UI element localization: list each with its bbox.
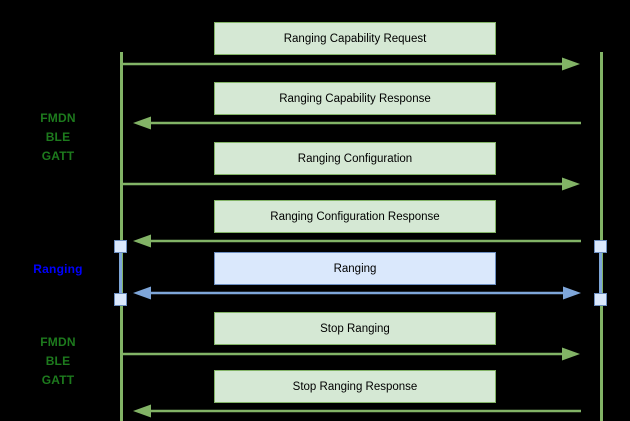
phase-label-fmdn-ble-gatt-bottom: FMDN BLE GATT <box>40 335 76 387</box>
arrow-ranging-capability-request-right <box>121 57 580 71</box>
arrow-stop-ranging-response-left <box>133 404 581 418</box>
arrow-ranging-configuration-response-left <box>133 234 581 248</box>
activation-node-right-end <box>594 293 607 306</box>
arrow-ranging-capability-response-left <box>133 116 581 130</box>
message-box-ranging-configuration-response: Ranging Configuration Response <box>214 200 496 233</box>
phase-label-ranging: Ranging <box>33 262 83 276</box>
message-box-stop-ranging: Stop Ranging <box>214 312 496 345</box>
right-lifeline <box>600 52 603 421</box>
arrow-ranging-configuration-right <box>121 177 580 191</box>
arrow-stop-ranging-right <box>121 347 580 361</box>
message-box-ranging-configuration: Ranging Configuration <box>214 142 496 175</box>
left-lifeline <box>120 52 123 421</box>
activation-bar-right <box>599 246 602 300</box>
message-box-ranging-capability-response: Ranging Capability Response <box>214 82 496 115</box>
message-box-stop-ranging-response: Stop Ranging Response <box>214 370 496 403</box>
message-box-ranging-capability-request: Ranging Capability Request <box>214 22 496 55</box>
activation-bar-left <box>119 246 122 300</box>
activation-node-right-start <box>594 240 607 253</box>
activation-node-left-start <box>114 240 127 253</box>
arrow-ranging-bidirectional <box>133 286 581 300</box>
activation-node-left-end <box>114 293 127 306</box>
message-box-ranging: Ranging <box>214 252 496 285</box>
phase-label-fmdn-ble-gatt-top: FMDN BLE GATT <box>40 111 76 163</box>
